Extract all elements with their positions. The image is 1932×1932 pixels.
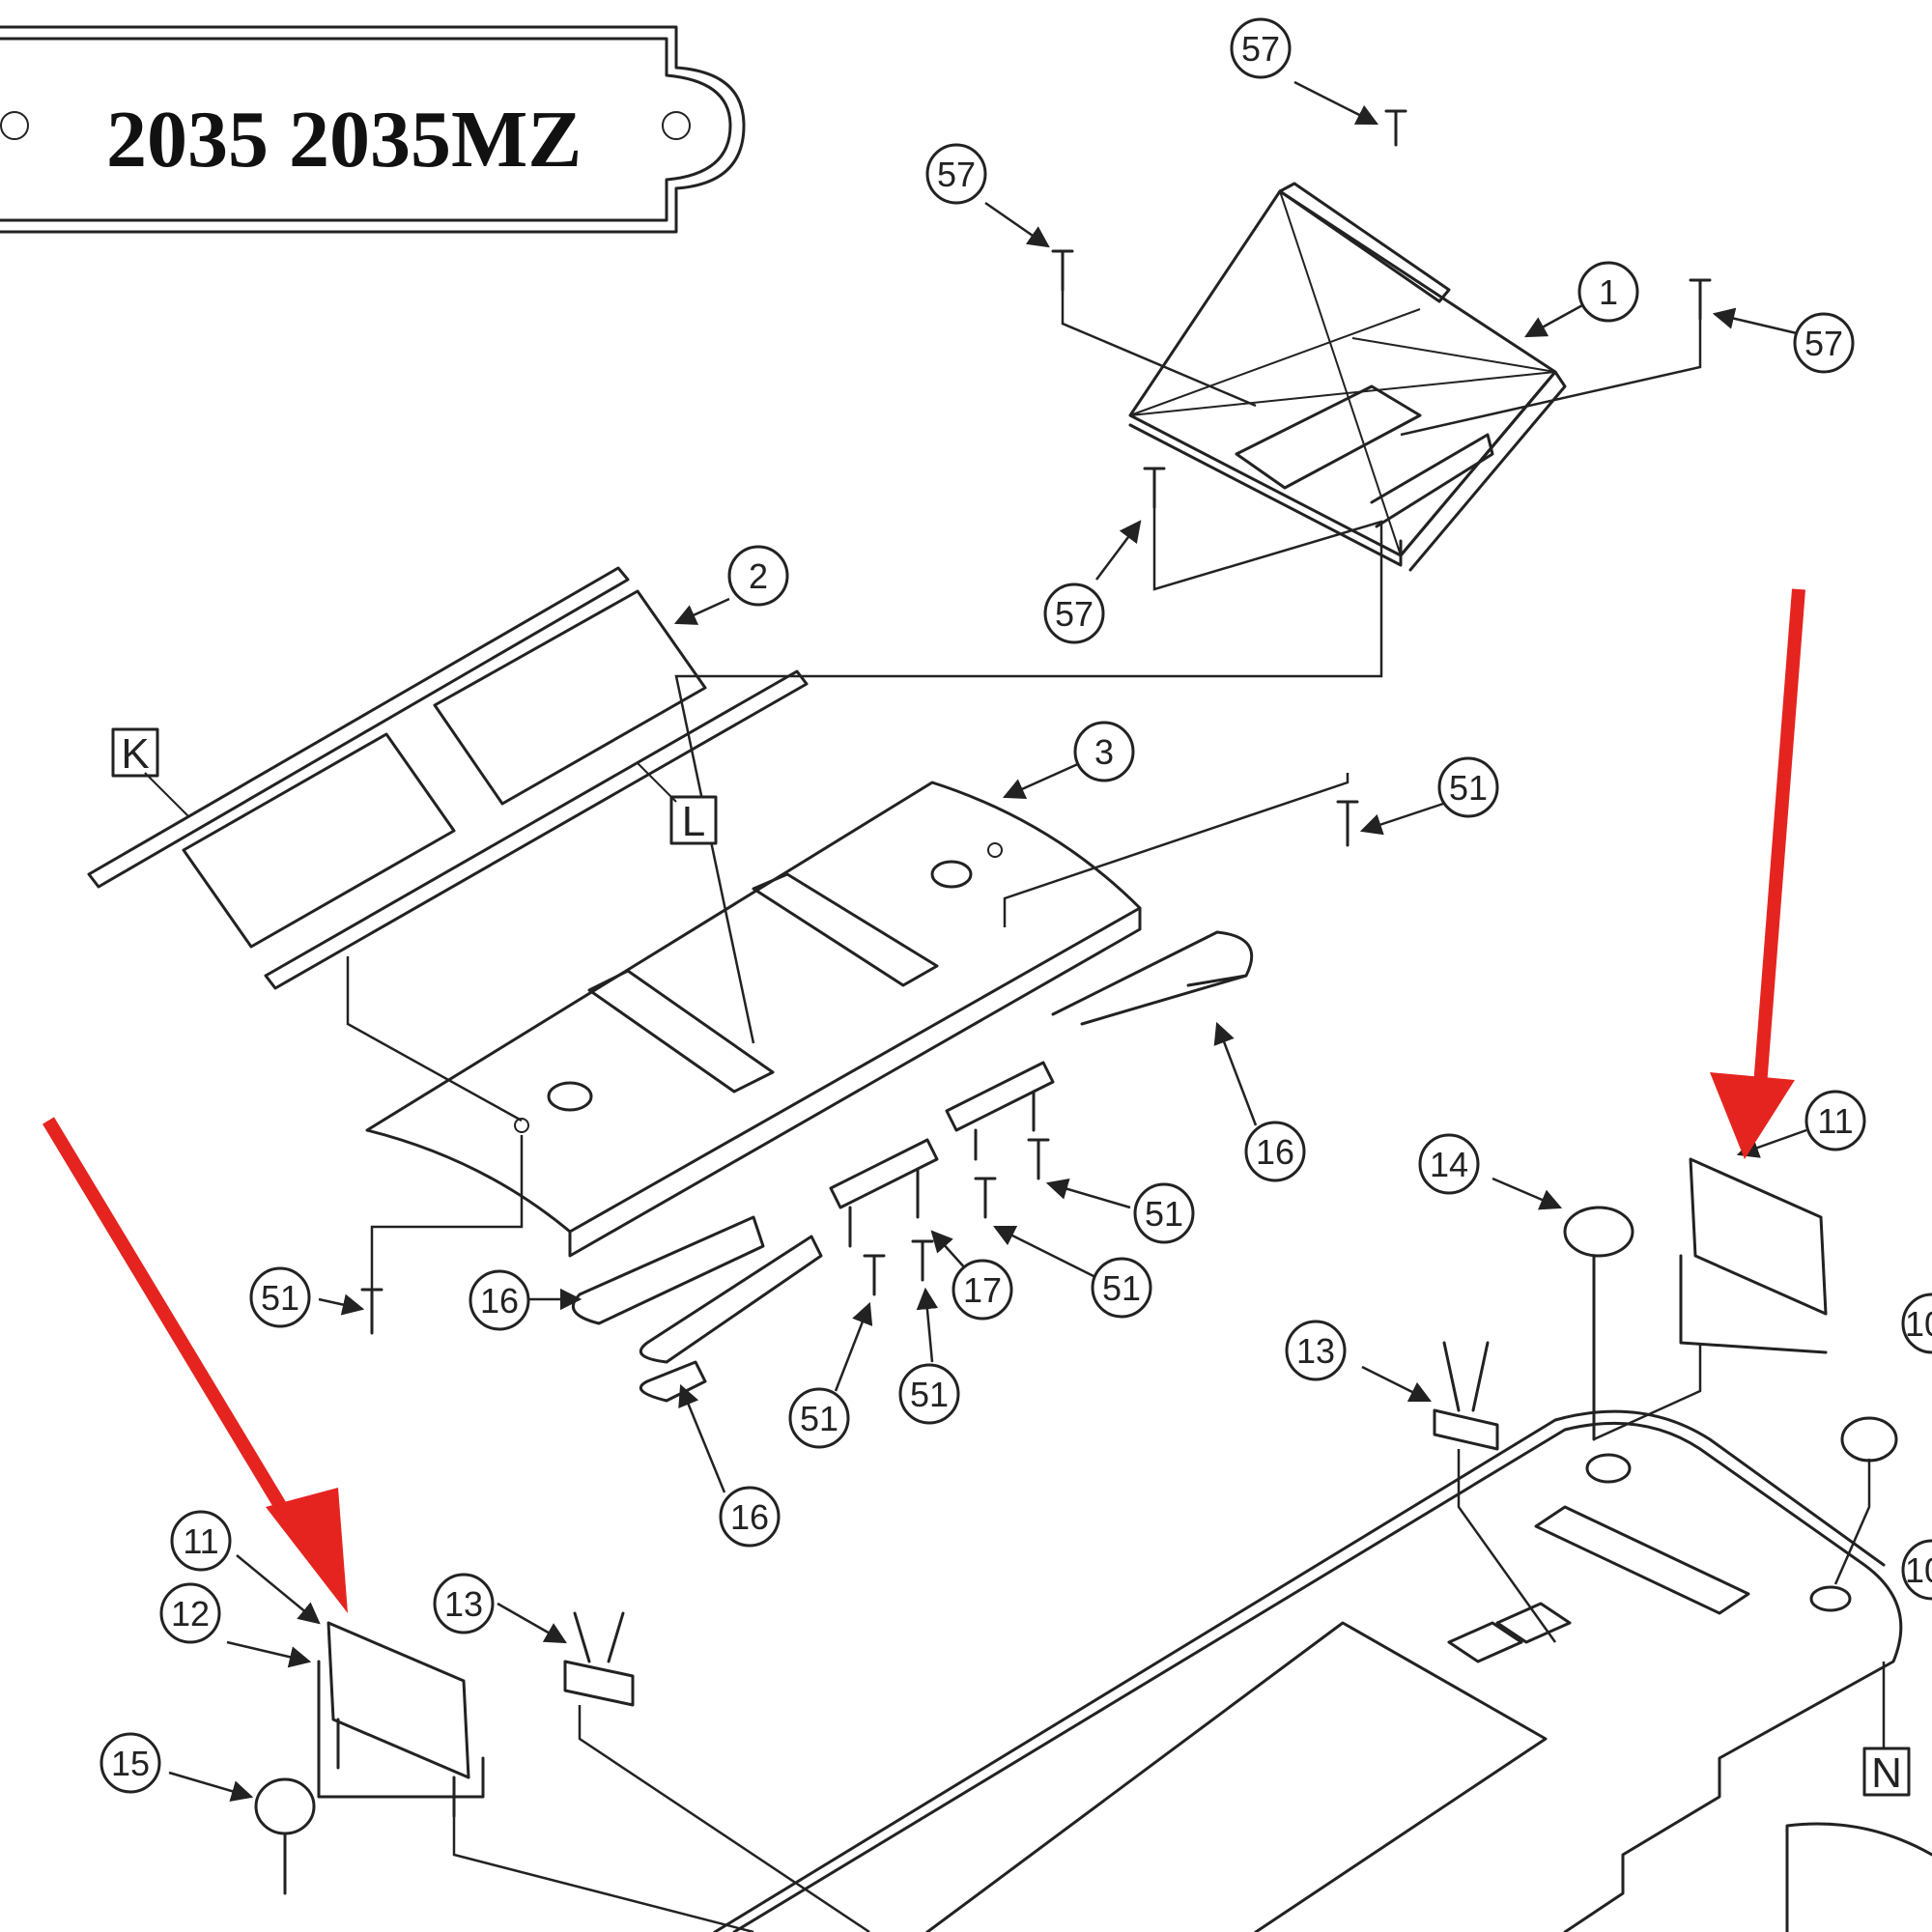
svg-text:51: 51	[261, 1278, 299, 1318]
svg-text:10: 10	[1905, 1550, 1932, 1590]
callout-11-right: 11	[1804, 1090, 1866, 1151]
callout-51-e: 51	[1091, 1257, 1152, 1319]
diagram-title: 2035 2035MZ	[106, 95, 582, 185]
callout-13-right: 13	[1285, 1320, 1347, 1381]
callout-57-c: 57	[1793, 312, 1855, 374]
callout-51-b: 51	[249, 1266, 311, 1328]
highlight-arrow-right	[1710, 588, 1805, 1159]
svg-text:14: 14	[1430, 1145, 1468, 1184]
callout-16-b: 16	[469, 1269, 530, 1331]
svg-text:57: 57	[1804, 324, 1843, 363]
svg-text:N: N	[1871, 1749, 1902, 1797]
callout-13-left: 13	[433, 1573, 495, 1634]
svg-text:51: 51	[1449, 768, 1488, 808]
svg-text:51: 51	[1102, 1268, 1141, 1308]
callout-14: 14	[1418, 1133, 1480, 1195]
leader-lines	[168, 80, 1886, 1932]
part-frame-assembly	[1128, 182, 1567, 572]
callout-17: 17	[952, 1259, 1013, 1321]
plaque-hole-right-icon	[662, 111, 691, 140]
callout-51-f: 51	[1133, 1182, 1195, 1244]
svg-text:57: 57	[1055, 594, 1094, 634]
callout-10-a: 10	[1901, 1293, 1932, 1354]
callout-2: 2	[727, 545, 789, 607]
svg-text:3: 3	[1094, 732, 1114, 772]
svg-text:13: 13	[1296, 1331, 1335, 1371]
svg-text:K: K	[121, 730, 149, 778]
part-cover-panel	[365, 781, 1142, 1258]
svg-text:11: 11	[1817, 1101, 1853, 1141]
callout-57-d: 57	[1043, 582, 1105, 644]
svg-text:51: 51	[1145, 1194, 1183, 1234]
svg-text:13: 13	[444, 1584, 483, 1624]
svg-text:15: 15	[111, 1744, 150, 1783]
title-plaque: 2035 2035MZ	[0, 25, 746, 234]
callout-11-left: 11	[170, 1510, 232, 1572]
svg-text:16: 16	[480, 1281, 519, 1321]
svg-text:57: 57	[1241, 29, 1280, 69]
callout-10-b: 10	[1901, 1539, 1932, 1601]
svg-text:51: 51	[800, 1399, 838, 1438]
svg-text:11: 11	[183, 1521, 218, 1561]
svg-text:1: 1	[1599, 272, 1618, 312]
callout-16-a: 16	[1244, 1121, 1306, 1182]
svg-text:57: 57	[937, 155, 976, 194]
svg-text:2: 2	[749, 556, 768, 596]
callout-16-c: 16	[719, 1486, 781, 1548]
callout-1: 1	[1577, 261, 1639, 323]
svg-text:51: 51	[910, 1375, 949, 1414]
reference-box-k: K	[111, 727, 189, 817]
reference-box-n: N	[1862, 1747, 1911, 1797]
plaque-hole-left-icon	[0, 111, 29, 140]
callout-51-c: 51	[788, 1387, 850, 1449]
svg-text:17: 17	[963, 1270, 1002, 1310]
svg-text:16: 16	[730, 1497, 769, 1537]
svg-text:L: L	[682, 798, 705, 845]
callout-3: 3	[1073, 721, 1135, 782]
reference-box-l: L	[637, 762, 718, 845]
part-rail-assembly	[87, 566, 809, 990]
callout-57-b: 57	[925, 143, 987, 205]
part-right-cluster	[1433, 1157, 1898, 1463]
part-bracket-group	[829, 1061, 1055, 1248]
part-base-housing	[713, 1409, 1932, 1932]
callout-51-d: 51	[898, 1363, 960, 1425]
callout-57-a: 57	[1230, 17, 1292, 79]
highlight-arrow-left	[43, 1117, 348, 1613]
svg-text:16: 16	[1256, 1132, 1294, 1172]
callout-12: 12	[159, 1582, 221, 1644]
svg-text:10: 10	[1905, 1304, 1932, 1344]
callout-51-a: 51	[1437, 756, 1499, 818]
part-left-cluster	[254, 1611, 635, 1895]
svg-text:12: 12	[171, 1594, 210, 1634]
callout-15: 15	[99, 1732, 161, 1794]
